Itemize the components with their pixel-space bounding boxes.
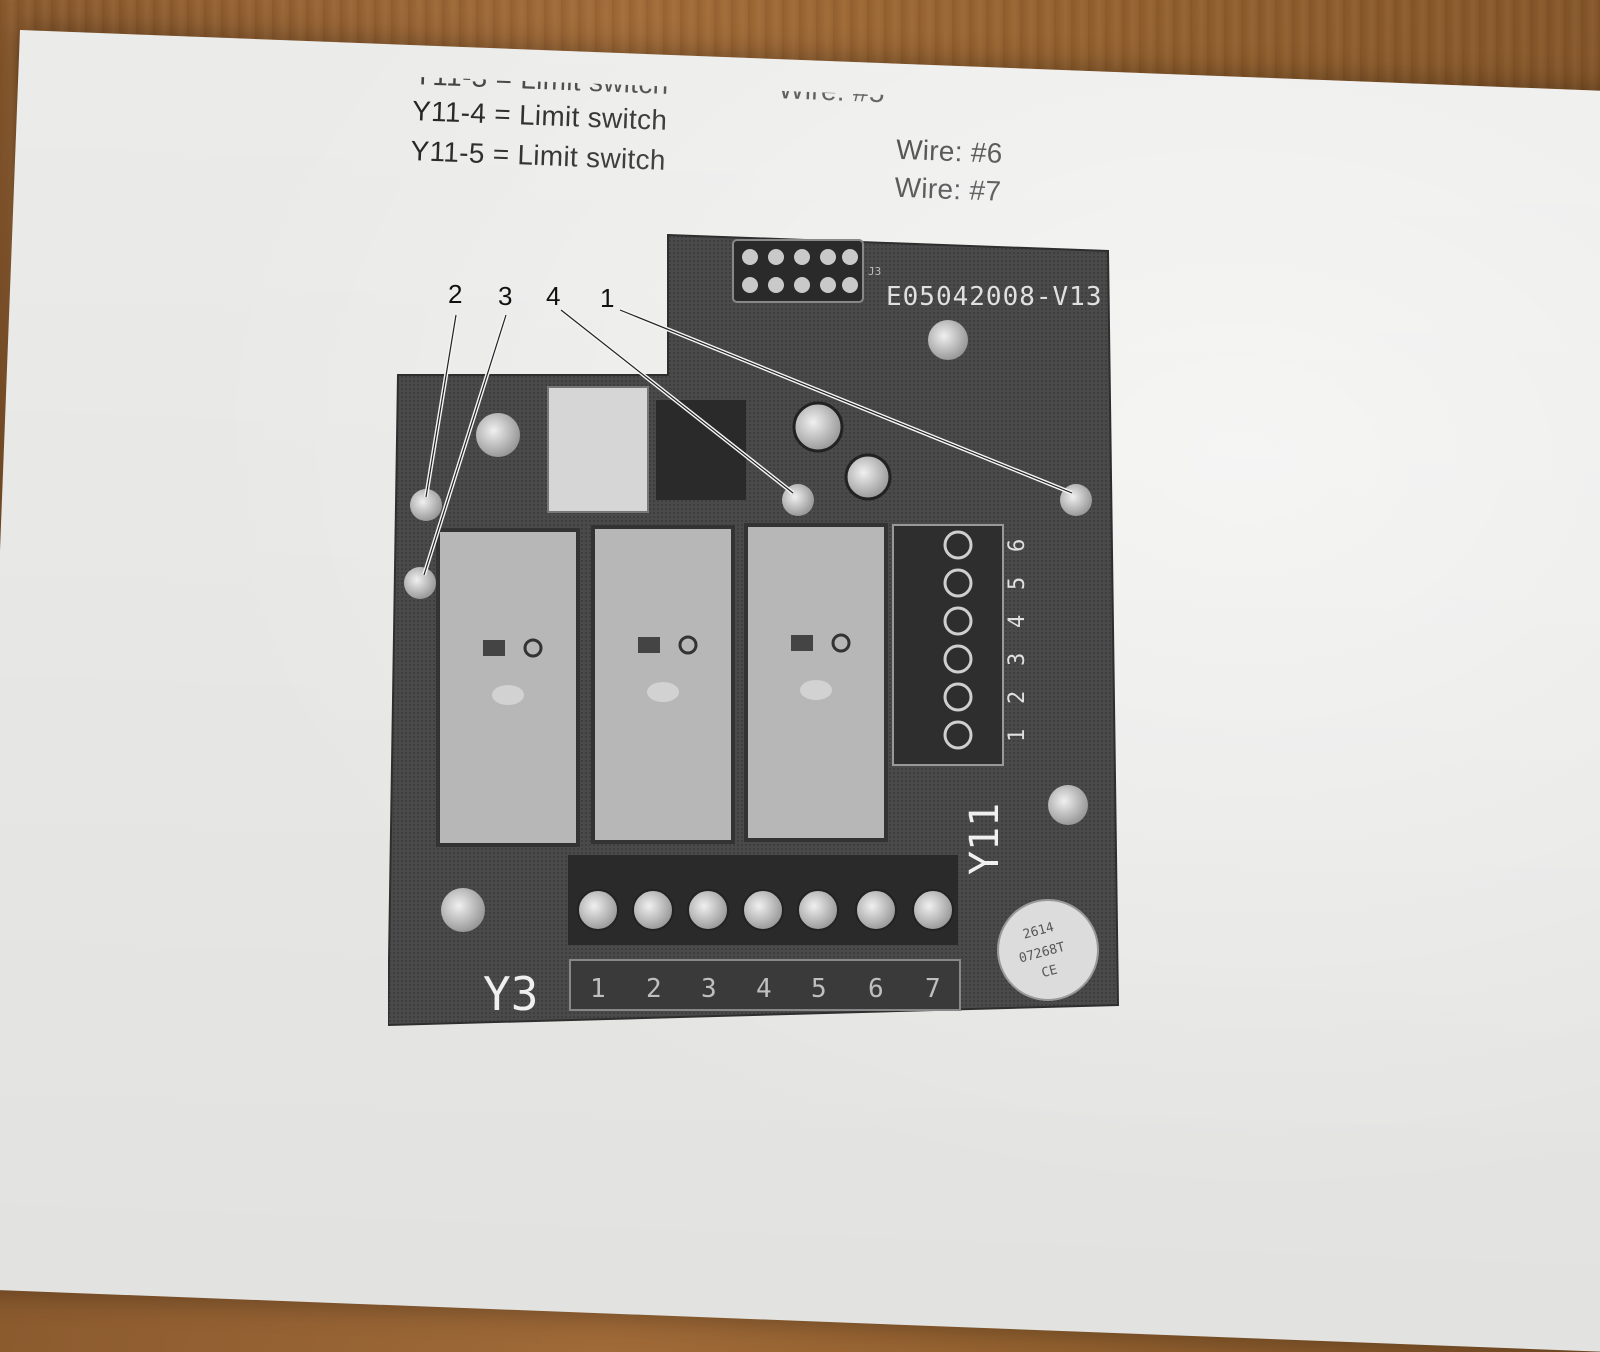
mounting-hole (476, 413, 520, 457)
y3-pin-2: 2 (646, 974, 662, 1004)
led-3 (404, 567, 436, 599)
part-number: E05042008-V13 (886, 282, 1103, 312)
y3-pin-3: 3 (701, 974, 717, 1004)
y11-pin-6: 6 (1005, 539, 1030, 552)
connector-y11-label: Y11 (962, 803, 1008, 875)
ic-chip (656, 400, 746, 500)
y3-pin-1: 1 (590, 974, 606, 1004)
cut-off-line-left: Y11-3 = Limit switch (412, 59, 670, 100)
y3-pin-labels: 1 2 3 4 5 6 7 (590, 974, 941, 1004)
y11-screws (943, 530, 973, 750)
callout-numbers: 2 3 4 1 (448, 279, 614, 313)
circuit-board-diagram: J3 E05042008-V13 (386, 233, 1120, 1027)
y11-pin-1: 1 (1005, 729, 1030, 742)
capacitor (844, 453, 892, 501)
relay-3 (744, 523, 888, 842)
y11-pin-3: 3 (1005, 653, 1030, 666)
connector-y3-label: Y3 (483, 967, 538, 1021)
callout-2: 2 (448, 279, 462, 309)
wiring-line-y11-5: Y11-5 = Limit switch (410, 135, 667, 176)
led-2 (410, 489, 442, 521)
callout-4: 4 (546, 281, 560, 311)
mounting-hole (928, 320, 968, 360)
relay-1 (436, 528, 580, 847)
y3-pin-7: 7 (925, 974, 941, 1004)
y11-pin-4: 4 (1005, 615, 1030, 628)
mounting-hole (1048, 785, 1088, 825)
circuit-board-photo: J3 E05042008-V13 (386, 215, 1148, 1050)
y3-screws (577, 889, 954, 931)
y11-pin-labels: 1 2 3 4 5 6 (1005, 539, 1030, 742)
cut-off-line-right: Wire: #5 (777, 73, 886, 109)
y3-pin-5: 5 (811, 974, 827, 1004)
wire-label-7: Wire: #7 (894, 171, 1002, 207)
capacitor (792, 401, 844, 453)
wiring-line-y11-4: Y11-4 = Limit switch (411, 95, 668, 136)
y11-pin-2: 2 (1005, 691, 1030, 704)
callout-1: 1 (600, 283, 614, 313)
y3-pin-4: 4 (756, 974, 772, 1004)
y3-label-strip (569, 959, 961, 1011)
header-j3 (732, 239, 864, 303)
header-pins (742, 249, 858, 293)
y3-pin-6: 6 (868, 974, 884, 1004)
relay-2 (591, 525, 735, 844)
mounting-hole (441, 888, 485, 932)
transformer-block (547, 386, 649, 513)
y11-pin-5: 5 (1005, 577, 1030, 590)
sticker-line-3: CE (1040, 963, 1059, 982)
wire-label-6: Wire: #6 (895, 133, 1004, 169)
silk-j3: J3 (868, 265, 881, 278)
callout-3: 3 (498, 281, 512, 311)
certification-sticker (997, 899, 1099, 1001)
